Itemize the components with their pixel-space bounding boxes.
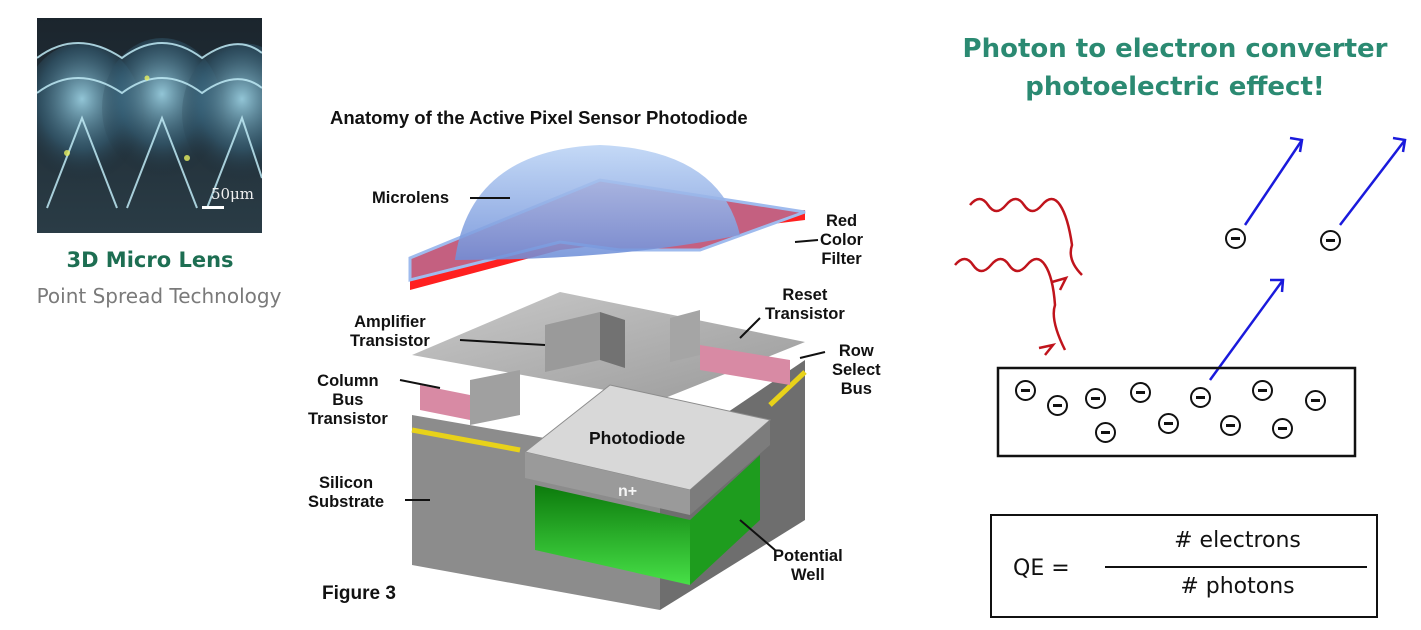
electron-slab xyxy=(996,366,1357,458)
electron-icon xyxy=(1320,230,1341,251)
photon-wave-bottom xyxy=(954,257,1067,351)
label-bus: Bus xyxy=(840,380,872,398)
label-potential-well: Potential Well xyxy=(773,547,843,585)
potential-well xyxy=(535,485,690,585)
electron-icon xyxy=(1252,380,1273,401)
photon-arrow-bottom xyxy=(1038,343,1057,356)
label-reset-transistor-word: Transistor xyxy=(765,305,845,323)
lens-title: 3D Micro Lens xyxy=(66,248,234,272)
column-transistor-shape xyxy=(470,370,520,425)
electron-icon xyxy=(1272,418,1293,439)
label-microlens: Microlens xyxy=(372,189,450,207)
label-amplifier: Amplifier xyxy=(354,313,426,331)
electron-icon xyxy=(1305,390,1326,411)
electron-icon xyxy=(1190,387,1211,408)
photon-wave-top xyxy=(969,197,1083,276)
photoelectric-title: Photon to electron converter photoelectr… xyxy=(940,30,1410,106)
electron-icon xyxy=(1015,380,1036,401)
label-filter: Filter xyxy=(821,250,862,268)
qe-numerator: # electrons xyxy=(1174,528,1301,553)
electron-icon xyxy=(1047,395,1068,416)
amplifier-transistor-shape xyxy=(545,312,600,372)
electron-icon xyxy=(1220,415,1241,436)
label-potential: Potential xyxy=(773,547,843,565)
label-red-filter: Red Color Filter xyxy=(820,212,863,269)
electron-icon xyxy=(1158,413,1179,434)
photoelectric-title-line1: Photon to electron converter xyxy=(962,34,1388,64)
electron-icon xyxy=(1130,382,1151,403)
qe-formula-box xyxy=(990,514,1378,618)
label-amplifier-transistor: Amplifier Transistor xyxy=(350,313,430,351)
scale-label: 50μm xyxy=(210,185,254,203)
photon-arrow-top xyxy=(1051,276,1069,291)
figure-caption: Figure 3 xyxy=(322,583,396,604)
label-amplifier-transistor-word: Transistor xyxy=(350,332,430,350)
photoelectric-title-line2: photoelectric effect! xyxy=(1025,72,1325,102)
reset-transistor-shape xyxy=(670,310,700,362)
label-substrate: Substrate xyxy=(308,493,385,511)
label-select: Select xyxy=(832,361,881,379)
emission-line-3 xyxy=(1208,279,1285,381)
label-silicon: Silicon xyxy=(319,474,374,492)
electron-icon xyxy=(1095,422,1116,443)
qe-fraction-bar xyxy=(1105,566,1367,568)
label-column-bus-transistor: Column Bus Transistor xyxy=(308,372,388,429)
oxide-layer xyxy=(411,427,521,453)
label-photodiode: Photodiode xyxy=(589,428,686,448)
microlens-dome xyxy=(455,145,740,260)
lens-subtitle: Point Spread Technology xyxy=(36,284,282,308)
label-row-select-bus: Row Select Bus xyxy=(832,342,881,399)
filter-strip-left xyxy=(420,385,470,420)
label-silicon-substrate: Silicon Substrate xyxy=(308,474,384,512)
filter-strip-right xyxy=(700,345,790,385)
electron-icon xyxy=(1085,388,1106,409)
qe-denominator: # photons xyxy=(1180,574,1295,599)
label-row: Row xyxy=(838,342,874,360)
label-reset: Reset xyxy=(782,286,828,304)
figure-title: Anatomy of the Active Pixel Sensor Photo… xyxy=(330,107,748,128)
electron-icon xyxy=(1225,228,1246,249)
label-column-transistor-word: Transistor xyxy=(308,410,388,428)
label-red: Red xyxy=(825,212,858,230)
label-column: Column xyxy=(317,372,379,390)
emission-line-2 xyxy=(1339,139,1406,226)
scale-bar xyxy=(202,206,224,209)
micro-lens-image xyxy=(37,18,262,233)
qe-label: QE = xyxy=(1013,556,1070,581)
micro-lens-photo: 50μm xyxy=(37,18,262,233)
label-color: Color xyxy=(820,231,864,249)
label-nplus: n+ xyxy=(618,483,638,500)
label-well: Well xyxy=(791,566,825,584)
label-column-bus: Bus xyxy=(332,391,364,409)
label-reset-transistor: Reset Transistor xyxy=(765,286,845,324)
emission-line-1 xyxy=(1243,139,1304,226)
